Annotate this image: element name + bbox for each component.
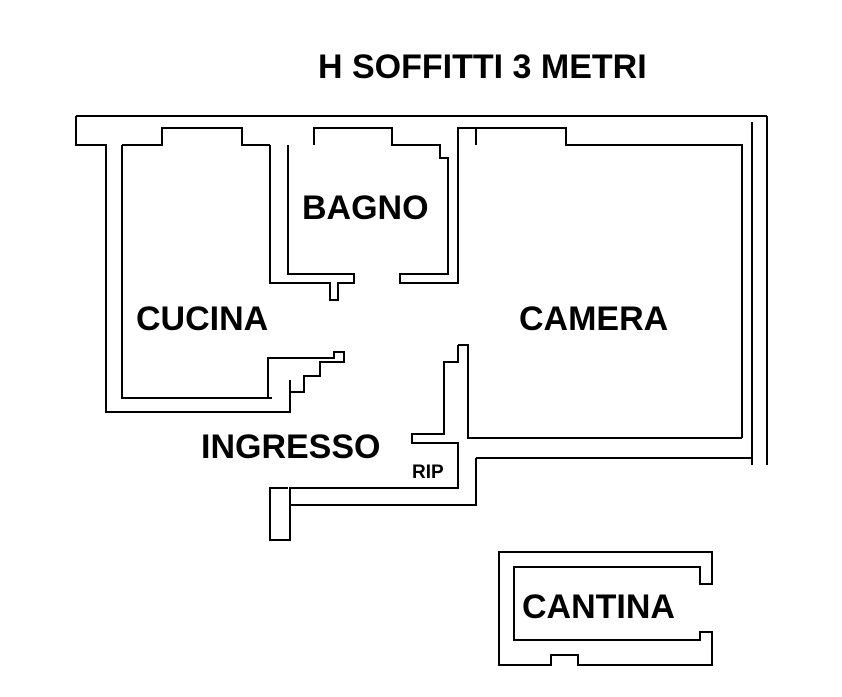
room-label-ingresso: INGRESSO	[201, 428, 381, 466]
room-label-rip: RIP	[412, 462, 444, 483]
room-label-bagno: BAGNO	[302, 189, 429, 227]
room-label-cucina: CUCINA	[136, 300, 269, 338]
bathroom-walls	[269, 144, 459, 301]
storage-walls	[269, 344, 753, 541]
exterior-walls	[75, 115, 768, 465]
cellar-walls	[498, 551, 713, 666]
entrance-walls	[267, 351, 345, 413]
room-label-camera: CAMERA	[519, 300, 669, 338]
room-label-cantina: CANTINA	[522, 588, 675, 626]
ceiling-height-title: H SOFFITTI 3 METRI	[318, 48, 647, 86]
